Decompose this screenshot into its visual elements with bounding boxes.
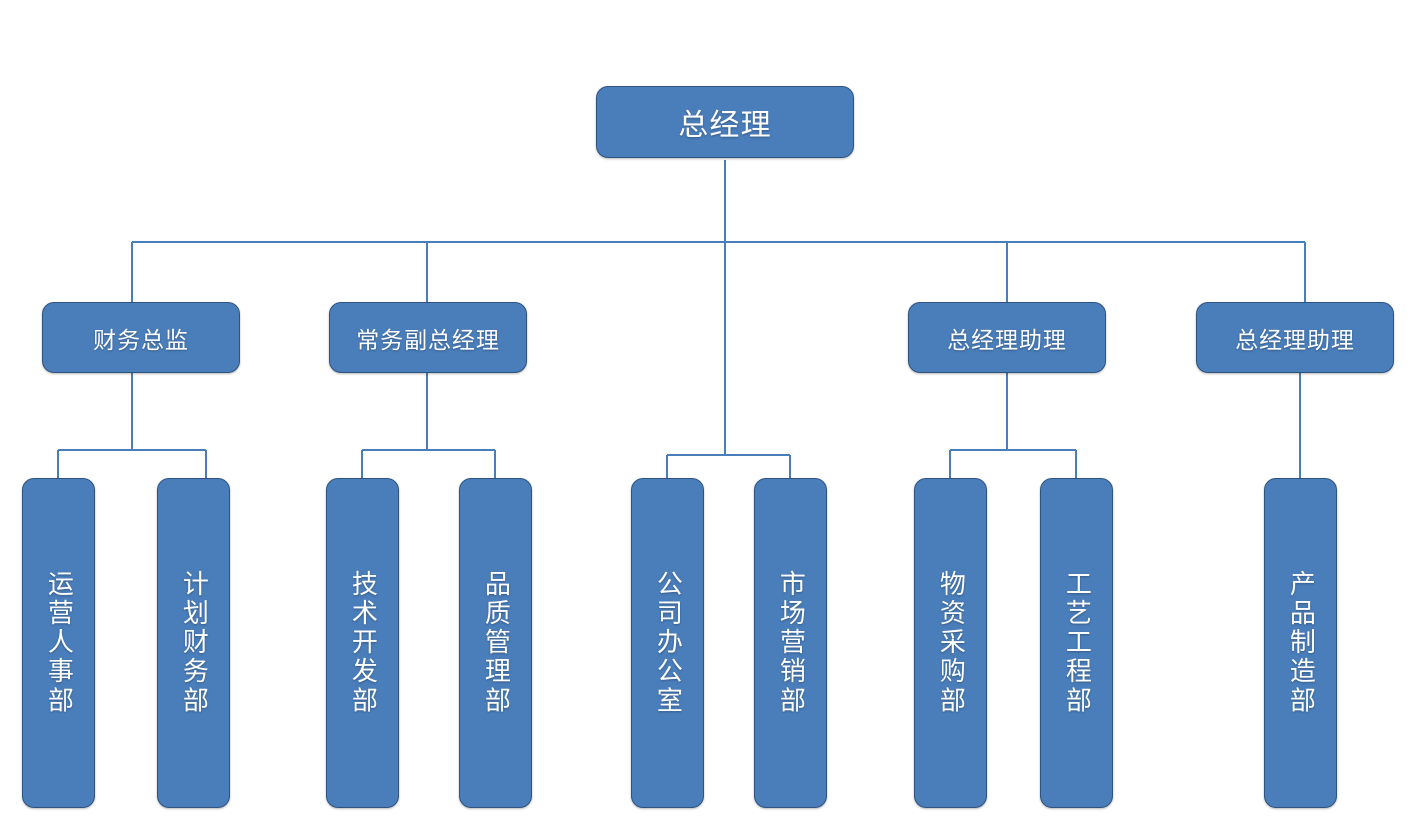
node-label-general-manager: 总经理 bbox=[678, 109, 772, 142]
node-operations-hr[interactable]: 运营人事部 bbox=[22, 478, 95, 808]
node-process-engineering[interactable]: 工艺工程部 bbox=[1040, 478, 1113, 808]
node-label-company-office: 公司办公室 bbox=[653, 570, 683, 716]
node-general-manager[interactable]: 总经理 bbox=[596, 86, 854, 158]
node-label-procurement: 物资采购部 bbox=[936, 570, 966, 716]
node-planning-finance[interactable]: 计划财务部 bbox=[157, 478, 230, 808]
node-label-quality-management: 品质管理部 bbox=[481, 570, 511, 716]
node-manufacturing[interactable]: 产品制造部 bbox=[1264, 478, 1337, 808]
node-exec-deputy-gm[interactable]: 常务副总经理 bbox=[329, 302, 527, 373]
node-marketing[interactable]: 市场营销部 bbox=[754, 478, 827, 808]
node-label-exec-deputy-gm: 常务副总经理 bbox=[356, 327, 500, 353]
node-label-tech-development: 技术开发部 bbox=[348, 570, 378, 716]
node-cfo[interactable]: 财务总监 bbox=[42, 302, 240, 373]
node-label-operations-hr: 运营人事部 bbox=[44, 570, 74, 716]
node-label-planning-finance: 计划财务部 bbox=[179, 570, 209, 716]
node-label-gm-assistant-2: 总经理助理 bbox=[1235, 327, 1355, 353]
node-label-marketing: 市场营销部 bbox=[776, 570, 806, 716]
node-gm-assistant-2[interactable]: 总经理助理 bbox=[1196, 302, 1394, 373]
node-label-process-engineering: 工艺工程部 bbox=[1062, 570, 1092, 716]
node-procurement[interactable]: 物资采购部 bbox=[914, 478, 987, 808]
node-label-cfo: 财务总监 bbox=[93, 327, 189, 353]
node-tech-development[interactable]: 技术开发部 bbox=[326, 478, 399, 808]
node-label-gm-assistant-1: 总经理助理 bbox=[947, 327, 1067, 353]
node-label-manufacturing: 产品制造部 bbox=[1286, 570, 1316, 716]
node-company-office[interactable]: 公司办公室 bbox=[631, 478, 704, 808]
node-quality-management[interactable]: 品质管理部 bbox=[459, 478, 532, 808]
node-gm-assistant-1[interactable]: 总经理助理 bbox=[908, 302, 1106, 373]
